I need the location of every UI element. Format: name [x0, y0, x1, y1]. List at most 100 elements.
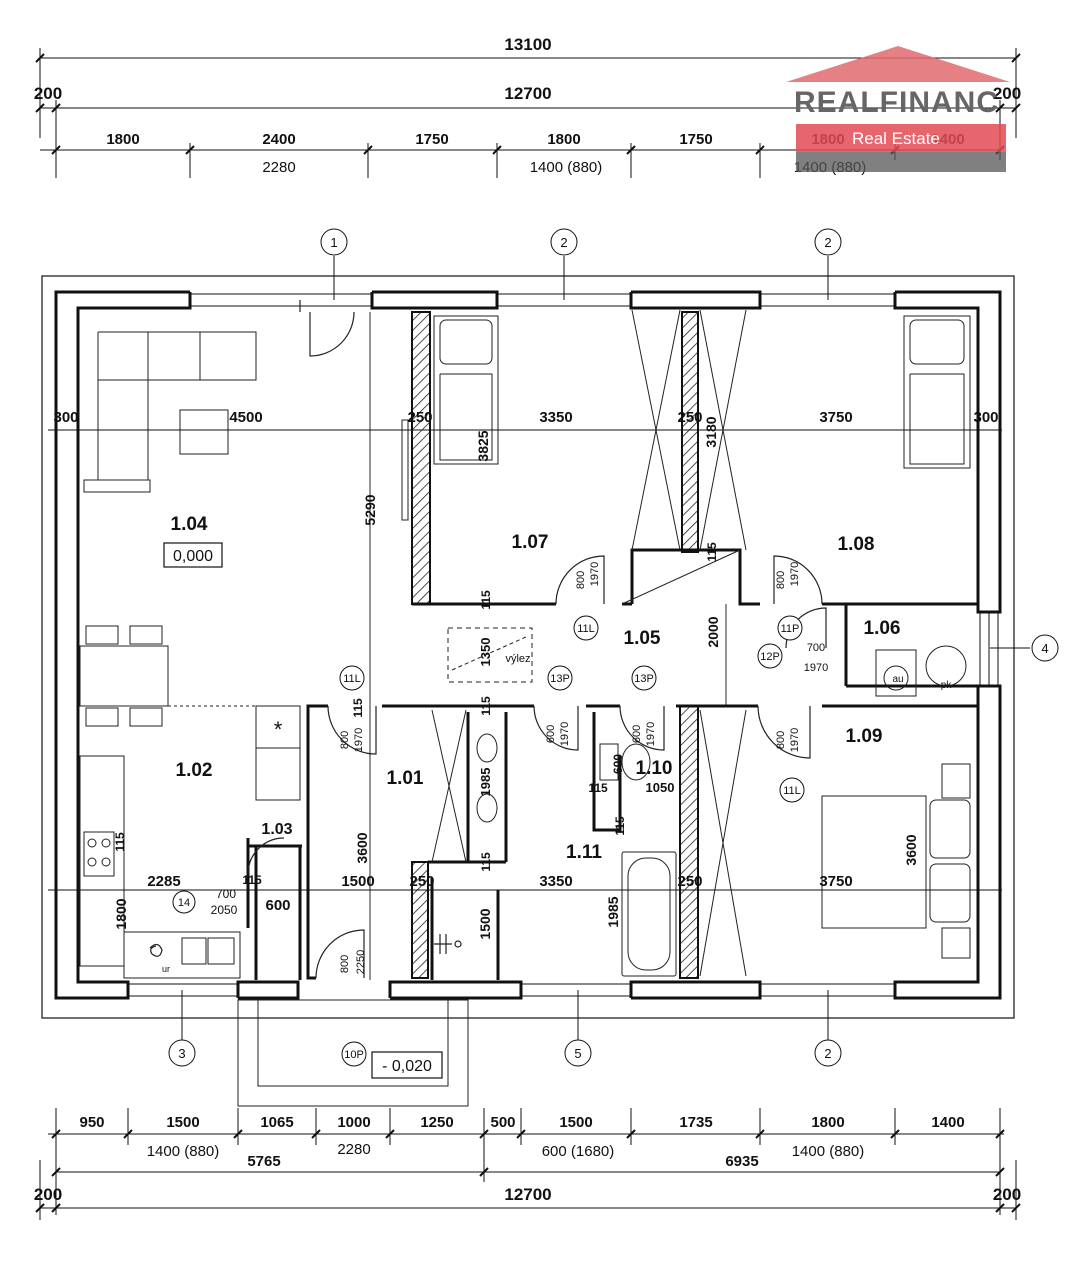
bottom-seg-dim: 1400 [931, 1114, 964, 1131]
top-opening-dim: 1400 (880) [530, 159, 603, 176]
site-outline [41, 275, 1015, 1019]
dim-115: 115 [351, 698, 365, 718]
bottom-seg-dim: 1735 [679, 1114, 712, 1131]
bottom-opening-dim: 1400 (880) [147, 1143, 220, 1160]
dim-250: 250 [409, 873, 434, 890]
logo-strip [796, 124, 1006, 152]
door-height: 1970 [804, 662, 828, 674]
top-overall-dim: 13100 [504, 35, 551, 54]
top-inner-dim: 12700 [504, 84, 551, 103]
logo-roof [786, 46, 1010, 82]
level-box-main [163, 542, 223, 568]
door-tag: 13P [634, 673, 654, 685]
dim-2285: 2285 [147, 873, 180, 890]
dim-300-right: 300 [973, 409, 998, 426]
dim-3825: 3825 [475, 430, 491, 461]
dim-1985-basin: 1985 [478, 768, 493, 797]
door-tag: 11P [781, 623, 800, 635]
door-height: 2050 [211, 903, 238, 917]
top-seg-dim: 1750 [679, 131, 712, 148]
boiler-label: pk [941, 680, 953, 691]
bottom-seg-dim: 1500 [559, 1114, 592, 1131]
door-tag: 11L [783, 785, 801, 797]
axis-markers [168, 228, 1059, 1067]
dim-3750-bot: 3750 [819, 873, 852, 890]
dim-115: 115 [479, 590, 493, 610]
room-label-living: 1.04 [171, 514, 208, 535]
radiator-icon [434, 934, 462, 954]
room-label-kitchen: 1.02 [176, 760, 213, 781]
dim-3600-right: 3600 [903, 834, 919, 865]
level-box-entrance [371, 1051, 443, 1079]
door-height: 1970 [589, 562, 601, 586]
top-seg-dim: 1800 [547, 131, 580, 148]
bottom-right-margin-dim: 200 [993, 1185, 1021, 1204]
room-label-wc: 1.10 [636, 758, 673, 779]
top-seg-dim: 1750 [415, 131, 448, 148]
top-seg-dim: 2400 [262, 131, 295, 148]
attic-hatch-label: výlez [505, 653, 530, 665]
washer-label: au [892, 674, 903, 685]
dim-115: 115 [613, 816, 627, 836]
logo-subtitle: Real Estate [852, 129, 940, 148]
door-width: 700 [216, 887, 236, 901]
logo-bar [796, 152, 1006, 172]
dim-115: 115 [588, 781, 608, 795]
axis-label: 4 [1041, 641, 1048, 656]
dim-115: 115 [242, 873, 262, 887]
door-width: 800 [339, 955, 351, 973]
company-logo: REALFINANC Real Estate [786, 46, 1010, 174]
dim-600-vert: 600 [611, 754, 625, 774]
top-opening-dim: 2280 [262, 159, 295, 176]
dim-115: 115 [479, 852, 493, 872]
bottom-seg-dim: 1800 [811, 1114, 844, 1131]
dim-1500: 1500 [341, 873, 374, 890]
dim-115: 115 [479, 696, 493, 716]
door-width: 800 [339, 731, 351, 749]
door-width: 800 [775, 571, 787, 589]
bottom-inner-dim: 12700 [504, 1185, 551, 1204]
level-entrance: - 0,020 [382, 1058, 432, 1075]
door-width: 800 [775, 731, 787, 749]
door-height: 1970 [789, 562, 801, 586]
dim-300-left: 300 [53, 409, 78, 426]
dim-4500: 4500 [229, 409, 262, 426]
dim-600: 600 [265, 897, 290, 914]
bottom-opening-dim: 600 (1680) [542, 1143, 615, 1160]
dim-1350: 1350 [478, 638, 493, 667]
bottom-seg-dim: 950 [79, 1114, 104, 1131]
dim-5290: 5290 [362, 494, 378, 525]
bottom-subtotal-dim: 5765 [247, 1153, 280, 1170]
dim-115: 115 [113, 832, 127, 852]
door-height: 1970 [559, 722, 571, 746]
top-right-margin-dim: 200 [993, 84, 1021, 103]
door-tags [172, 615, 805, 1067]
dim-3350-top: 3350 [539, 409, 572, 426]
door-width: 800 [575, 571, 587, 589]
room-label-bathroom: 1.11 [566, 842, 602, 863]
door-width: 600 [631, 725, 643, 743]
dim-3180: 3180 [703, 416, 719, 447]
room-label-bedroom-3: 1.09 [846, 726, 883, 747]
room-label-utility: 1.06 [864, 618, 901, 639]
interior-dimension-lines [48, 312, 1002, 980]
bottom-opening-dim: 2280 [337, 1141, 370, 1158]
dim-1800: 1800 [113, 898, 129, 929]
axis-label: 2 [824, 235, 831, 250]
bottom-seg-dim: 1250 [420, 1114, 453, 1131]
room-label-bedroom-1: 1.07 [512, 532, 549, 553]
axis-label: 1 [330, 235, 337, 250]
axis-label: 5 [574, 1046, 581, 1061]
bottom-left-margin-dim: 200 [34, 1185, 62, 1204]
door-width: 600 [545, 725, 557, 743]
dim-3750-top: 3750 [819, 409, 852, 426]
room-label-pantry: 1.03 [261, 821, 292, 838]
door-height: 1970 [789, 728, 801, 752]
top-seg-dim: 1800 [106, 131, 139, 148]
exterior-walls [54, 290, 1002, 1000]
fan-icon [149, 943, 163, 957]
bottom-subtotal-dim: 6935 [725, 1153, 758, 1170]
bottom-seg-dim: 1500 [166, 1114, 199, 1131]
door-tag: 12P [760, 651, 780, 663]
